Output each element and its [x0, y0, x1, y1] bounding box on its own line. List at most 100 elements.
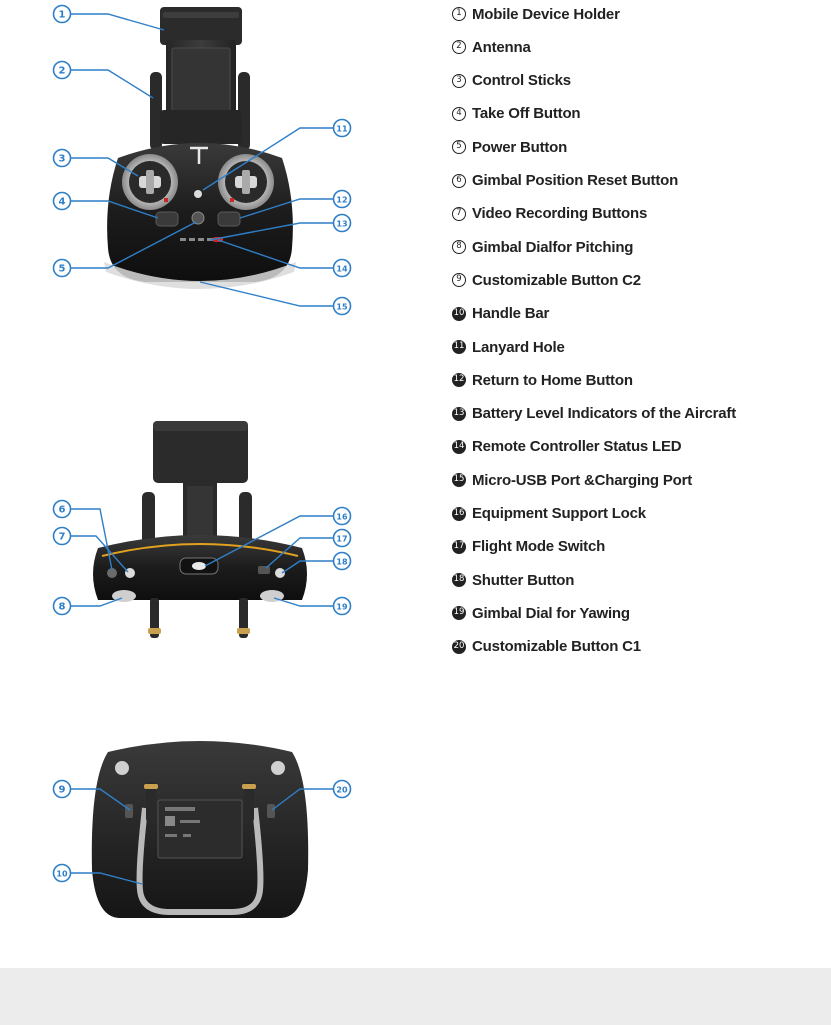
- callout-17: 17: [332, 528, 352, 548]
- gimbal-reset-button: [107, 568, 117, 578]
- legend-item: 8 Gimbal Dialfor Pitching: [452, 235, 831, 259]
- handle-bar: [136, 807, 264, 915]
- legend-number: 3: [452, 73, 466, 88]
- legend-text: Lanyard Hole: [472, 338, 565, 356]
- legend-text: Control Sticks: [472, 72, 571, 90]
- callout-20: 20: [332, 779, 352, 799]
- legend-number: 12: [452, 373, 466, 388]
- shutter-button: [275, 568, 285, 578]
- callout-10: 10: [52, 863, 72, 883]
- leader-lines: [71, 13, 334, 885]
- callout-number: 8: [59, 601, 66, 612]
- callout-number: 18: [336, 557, 348, 566]
- take-off-button: [155, 211, 179, 227]
- callout-number: 20: [336, 785, 348, 794]
- legend-text: Take Off Button: [472, 105, 581, 123]
- legend-item: 5 Power Button: [452, 135, 831, 159]
- callout-number: 6: [59, 504, 66, 515]
- legend-text: Power Button: [472, 138, 568, 156]
- flight-mode-switch: [258, 566, 270, 574]
- callout-16: 16: [332, 506, 352, 526]
- callout-number: 3: [59, 153, 66, 164]
- callout-number: 19: [336, 602, 348, 611]
- front-view: [104, 7, 296, 289]
- callout-number: 4: [59, 196, 66, 207]
- legend-item: 13 Battery Level Indicators of the Aircra…: [452, 402, 831, 426]
- callout-number: 5: [59, 263, 66, 274]
- return-home-button: [217, 211, 241, 227]
- callout-12: 12: [332, 189, 352, 209]
- top-view: [93, 421, 307, 638]
- callout-7: 7: [52, 526, 72, 546]
- legend-text: Battery Level Indicators of the Aircraft: [472, 405, 737, 423]
- legend-text: Handle Bar: [472, 305, 550, 323]
- legend-item: 4 Take Off Button: [452, 102, 831, 126]
- custom-button-c1: [267, 804, 275, 818]
- legend-number: 9: [452, 273, 466, 288]
- callout-6: 6: [52, 499, 72, 519]
- legend-text: Customizable Button C1: [472, 638, 641, 656]
- callout-8: 8: [52, 596, 72, 616]
- lanyard-hole: [194, 190, 202, 198]
- callout-11: 11: [332, 118, 352, 138]
- legend-text: Remote Controller Status LED: [472, 438, 682, 456]
- callout-1: 1: [52, 4, 72, 24]
- callout-2: 2: [52, 60, 72, 80]
- legend-item: 9 Customizable Button C2: [452, 268, 831, 292]
- legend-item: 7 Video Recording Buttons: [452, 202, 831, 226]
- callout-number: 9: [59, 784, 66, 795]
- antenna-left: [150, 72, 162, 150]
- legend-number: 4: [452, 106, 466, 121]
- legend-text: Shutter Button: [472, 571, 575, 589]
- callout-4: 4: [52, 191, 72, 211]
- legend-text: Gimbal Dial for Yawing: [472, 604, 630, 622]
- legend-number: 2: [452, 40, 466, 55]
- legend-number: 7: [452, 206, 466, 221]
- legend-text: Customizable Button C2: [472, 271, 641, 289]
- legend-text: Mobile Device Holder: [472, 5, 620, 23]
- legend-number: 17: [452, 539, 466, 554]
- legend-text: Flight Mode Switch: [472, 538, 606, 556]
- footer-bar: [0, 968, 831, 1025]
- callout-number: 7: [59, 531, 66, 542]
- callout-number: 10: [56, 869, 68, 878]
- legend-number: 8: [452, 240, 466, 255]
- callout-number: 15: [336, 302, 348, 311]
- legend-number: 6: [452, 173, 466, 188]
- callout-19: 19: [332, 596, 352, 616]
- callout-number: 1: [59, 9, 66, 20]
- callout-number: 17: [336, 534, 347, 543]
- back-view: [91, 741, 309, 918]
- callout-number: 14: [336, 264, 348, 273]
- callout-3: 3: [52, 148, 72, 168]
- mobile-device-holder: [160, 7, 242, 144]
- callout-number: 12: [336, 195, 347, 204]
- legend-text: Gimbal Dialfor Pitching: [472, 238, 634, 256]
- legend-number: 13: [452, 406, 466, 421]
- legend-text: Micro-USB Port &Charging Port: [472, 471, 693, 489]
- callout-5: 5: [52, 258, 72, 278]
- control-stick-right: [218, 154, 274, 210]
- callout-number: 11: [336, 124, 348, 133]
- legend-item: 17 Flight Mode Switch: [452, 535, 831, 559]
- legend-number: 5: [452, 140, 466, 155]
- callout-14: 14: [332, 258, 352, 278]
- legend-number: 14: [452, 439, 466, 454]
- callout-15: 15: [332, 296, 352, 316]
- holder-top: [153, 421, 248, 483]
- callout-number: 16: [336, 512, 348, 521]
- legend-item: 15 Micro-USB Port &Charging Port: [452, 468, 831, 492]
- legend-text: Video Recording Buttons: [472, 205, 648, 223]
- legend-number: 15: [452, 473, 466, 488]
- power-button: [191, 211, 205, 225]
